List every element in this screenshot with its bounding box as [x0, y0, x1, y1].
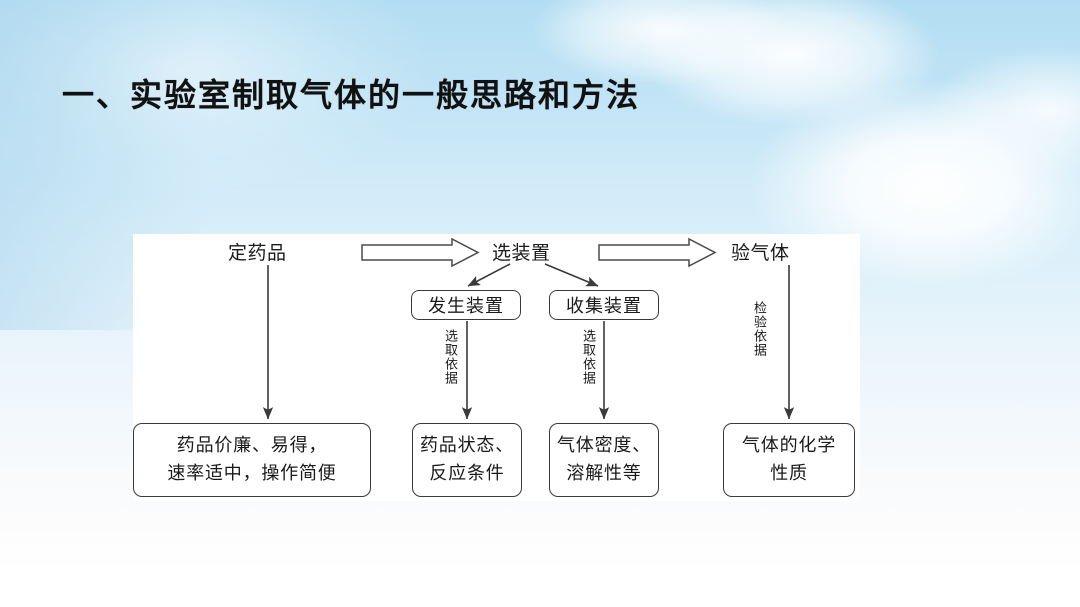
stage-label-define-drug: 定药品 — [228, 243, 287, 264]
edge-label-generator: 选取依据 — [443, 329, 459, 385]
stage-label-select-device: 选装置 — [492, 243, 551, 264]
result-line: 溶解性等 — [566, 463, 642, 483]
block-arrow-1 — [361, 237, 480, 268]
page-title: 一、实验室制取气体的一般思路和方法 — [62, 77, 641, 113]
stage-label-verify-gas: 验气体 — [731, 243, 790, 264]
result-line: 速率适中，操作简便 — [167, 463, 337, 483]
result-box-generator: 药品状态、 反应条件 — [412, 423, 522, 497]
edge-label-collector: 选取依据 — [581, 329, 597, 385]
result-line: 药品状态、 — [420, 435, 514, 456]
result-box-collector: 气体密度、 溶解性等 — [549, 423, 659, 497]
result-line: 药品价廉、易得， — [176, 435, 328, 456]
block-arrow-2 — [598, 237, 717, 268]
result-line: 气体密度、 — [557, 435, 651, 456]
edge-label-verify: 检验依据 — [752, 301, 768, 357]
device-box-generator: 发生装置 — [411, 290, 521, 320]
result-box-verify: 气体的化学 性质 — [723, 423, 855, 497]
connector-stage2-generator — [467, 263, 511, 287]
result-line: 性质 — [770, 463, 808, 483]
device-box-collector: 收集装置 — [549, 290, 659, 320]
connector-stage2-collector — [544, 263, 599, 287]
result-line: 气体的化学 — [742, 435, 836, 456]
result-box-drug: 药品价廉、易得， 速率适中，操作简便 — [133, 423, 371, 497]
result-line: 反应条件 — [429, 463, 505, 483]
